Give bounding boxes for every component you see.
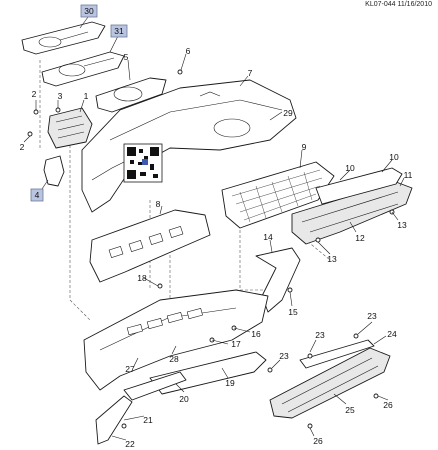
callout-30-highlight [80,4,98,18]
part-30-fog-lamp-bezel-upper [21,21,106,55]
callout-14: 14 [263,232,273,242]
callout-3: 3 [58,91,63,101]
callout-numbers: 30 31 4 1 2 3 2 5 6 7 29 8 9 10 10 11 12… [20,6,413,449]
callout-25: 25 [345,405,355,415]
part-27-lower-fascia [83,289,269,391]
callout-6: 6 [186,46,191,56]
callout-23c: 23 [367,311,377,321]
drawing-stamp: KL07-044 11/16/2010 [365,1,432,8]
callout-19: 19 [225,378,235,388]
callout-13b: 13 [327,254,337,264]
callout-16: 16 [251,329,261,339]
part-1-mounting-bracket [47,107,93,149]
callout-23b: 23 [279,351,289,361]
part-24-reinforcement-bracket [299,339,375,369]
fasteners [27,69,395,429]
part-25-bumper-reinforcement [269,347,391,419]
callout-10a: 10 [345,163,355,173]
callout-24: 24 [387,329,397,339]
callout-31: 31 [114,26,124,36]
part-5-fog-lamp-housing [95,77,167,113]
callout-27: 27 [125,364,135,374]
callout-13a: 13 [397,220,407,230]
qr-code [123,143,163,183]
highlighted-callouts [30,4,128,202]
callout-18: 18 [137,273,147,283]
part-31-fog-lamp-bezel-lower [41,51,125,87]
callout-2b: 2 [20,142,25,152]
leader-lines [23,16,405,441]
part-4-fog-lamp-bracket [43,155,65,187]
part-11-absorber-bracket [315,167,403,205]
callout-11: 11 [404,170,413,180]
callout-21: 21 [143,415,153,425]
callout-7: 7 [248,68,253,78]
callout-4: 4 [35,190,40,200]
part-12-energy-absorber [291,181,413,245]
callout-26b: 26 [313,436,323,446]
callout-30: 30 [84,6,94,16]
part-19-air-deflector [149,351,267,395]
part-7-front-fascia [81,79,297,213]
callout-26a: 26 [383,400,393,410]
part-8-lower-grille-panel [89,209,211,283]
part-22-lower-strip [95,395,133,445]
callout-22: 22 [125,439,135,449]
callout-9: 9 [302,142,307,152]
callout-4-highlight [30,188,44,202]
callout-17: 17 [231,339,241,349]
callout-15: 15 [288,307,298,317]
callout-31-highlight [110,24,128,38]
callout-5: 5 [124,52,129,62]
callout-1: 1 [84,91,89,101]
part-9-radiator-grille [221,161,335,229]
part-20-deflector-bracket [123,371,187,401]
callout-23a: 23 [315,330,325,340]
callout-29: 29 [283,108,293,118]
callout-8: 8 [156,199,161,209]
callout-10b: 10 [389,152,399,162]
callout-12: 12 [355,233,365,243]
callout-2: 2 [32,89,37,99]
callout-20: 20 [179,394,189,404]
callout-28: 28 [169,354,179,364]
